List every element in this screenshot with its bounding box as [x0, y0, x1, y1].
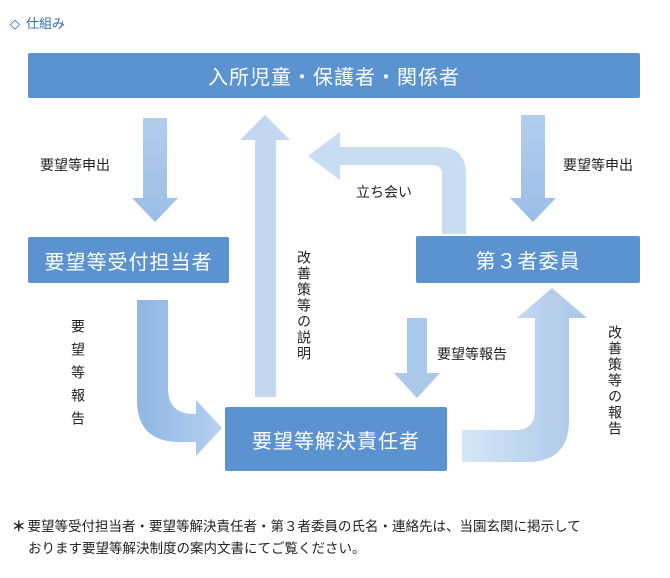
asterisk-mark: ＊	[12, 519, 26, 535]
node-receptionist: 要望等受付担当者	[28, 237, 229, 283]
arrow-request-to-third-party	[510, 115, 556, 222]
label-report-to-resolver: 要望等報告	[69, 319, 85, 434]
label-report-down: 要望等報告	[437, 347, 507, 363]
node-resolver: 要望等解決責任者	[225, 407, 447, 471]
node-children-guardians: 入所児童・保護者・関係者	[28, 53, 640, 98]
label-explanation: 改善策等の説明	[295, 250, 311, 362]
label-request-right: 要望等申出	[563, 158, 633, 174]
arrow-attendance-curve	[308, 132, 466, 234]
arrow-report-curve-left	[137, 300, 222, 456]
footnote-line-2: おります要望等解決制度の案内文書にてご覧ください。	[28, 541, 366, 557]
node-third-party: 第３者委員	[416, 236, 640, 283]
label-improvement-report: 改善策等の報告	[606, 325, 622, 437]
label-attendance: 立ち会い	[356, 185, 412, 201]
section-heading: ◇ 仕組み	[10, 16, 65, 34]
arrow-improvement-report-curve	[462, 288, 587, 462]
arrow-request-to-receptionist	[132, 118, 178, 222]
arrow-report-down	[394, 318, 440, 398]
footnote: ＊要望等受付担当者・要望等解決責任者・第３者委員の氏名・連絡先は、当園玄関に掲示…	[12, 516, 662, 560]
arrow-explanation-up	[240, 115, 290, 397]
section-heading-text: 仕組み	[26, 17, 66, 32]
label-request-left: 要望等申出	[40, 158, 110, 174]
diamond-icon: ◇	[10, 17, 20, 32]
footnote-line-1: 要望等受付担当者・要望等解決責任者・第３者委員の氏名・連絡先は、当園玄関に掲示し…	[27, 519, 581, 535]
